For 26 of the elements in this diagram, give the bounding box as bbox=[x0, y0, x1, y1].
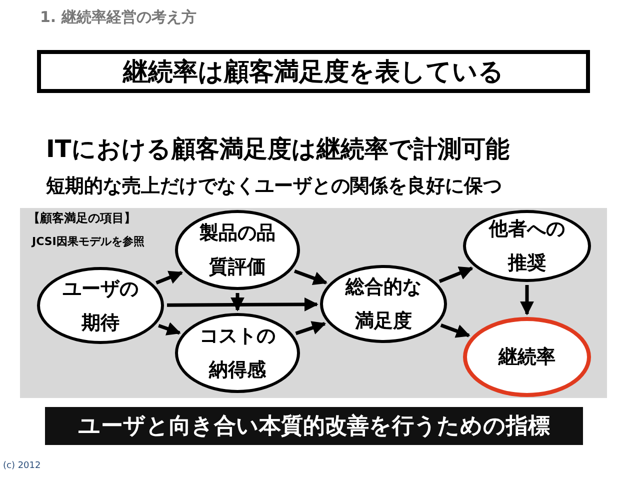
node-label: 製品の品質評価 bbox=[198, 221, 276, 280]
arrow bbox=[438, 266, 474, 283]
arrow bbox=[294, 269, 328, 285]
sub-statement: 短期的な売上だけでなくユーザとの関係を良好に保つ bbox=[46, 174, 502, 199]
summary-text: ユーザと向き合い本質的改善を行うための指標 bbox=[78, 412, 550, 441]
diagram-panel bbox=[20, 208, 607, 398]
section-heading: 1. 継続率経営の考え方 bbox=[40, 8, 196, 27]
headline-box bbox=[37, 50, 590, 93]
node-label: 継続率 bbox=[497, 345, 556, 370]
node-label: ユーザの期待 bbox=[62, 276, 140, 336]
panel-heading: 【顧客満足の項目】 bbox=[28, 210, 136, 227]
arrow bbox=[158, 322, 181, 336]
note-text: JCSI因果モデルを参照 bbox=[32, 234, 144, 249]
arrow bbox=[156, 270, 184, 285]
node-label: コストの納得感 bbox=[198, 324, 276, 383]
arrow bbox=[295, 321, 326, 336]
arrow bbox=[230, 293, 244, 312]
arrow bbox=[520, 285, 534, 316]
node-label: 他者への推奨 bbox=[488, 217, 566, 276]
arrow bbox=[440, 324, 470, 338]
node-label: 総合的な満足度 bbox=[344, 275, 422, 334]
headline-text: 継続率は顧客満足度を表している bbox=[123, 56, 504, 88]
summary-band bbox=[45, 407, 583, 445]
arrow bbox=[166, 297, 318, 312]
copyright-note: (c) 2012 bbox=[3, 461, 41, 471]
main-statement: ITにおける顧客満足度は継続率で計測可能 bbox=[46, 134, 510, 165]
